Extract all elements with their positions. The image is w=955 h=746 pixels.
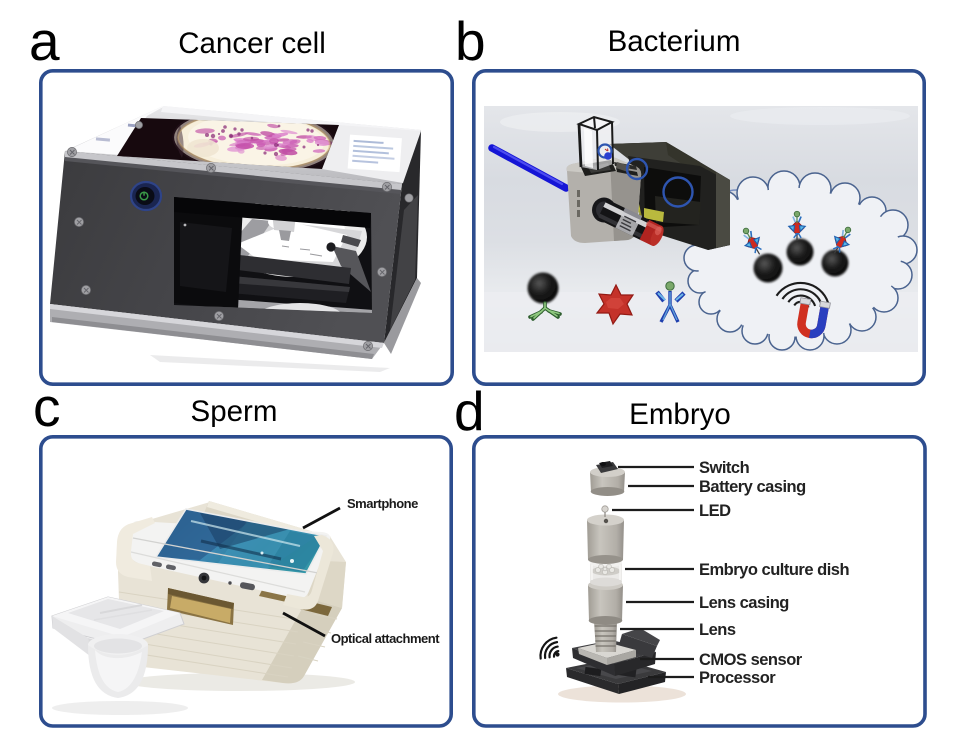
svg-text:Bacterium: Bacterium [608,25,741,58]
svg-text:b: b [455,10,486,72]
svg-text:c: c [33,376,61,438]
svg-text:Cancer cell: Cancer cell [178,27,326,60]
svg-text:Switch: Switch [699,459,750,477]
svg-text:Embryo culture dish: Embryo culture dish [699,561,849,579]
svg-text:Lens: Lens [699,621,736,639]
svg-text:Embryo: Embryo [629,398,731,431]
svg-text:Optical attachment: Optical attachment [331,631,440,646]
svg-text:Sperm: Sperm [191,395,278,428]
svg-text:CMOS sensor: CMOS sensor [699,651,803,669]
svg-text:d: d [454,380,485,442]
svg-text:Processor: Processor [699,669,776,687]
svg-text:Smartphone: Smartphone [347,496,418,511]
svg-text:LED: LED [699,502,731,520]
svg-text:a: a [29,10,60,72]
svg-text:Battery casing: Battery casing [699,478,806,496]
svg-text:Lens casing: Lens casing [699,594,789,612]
